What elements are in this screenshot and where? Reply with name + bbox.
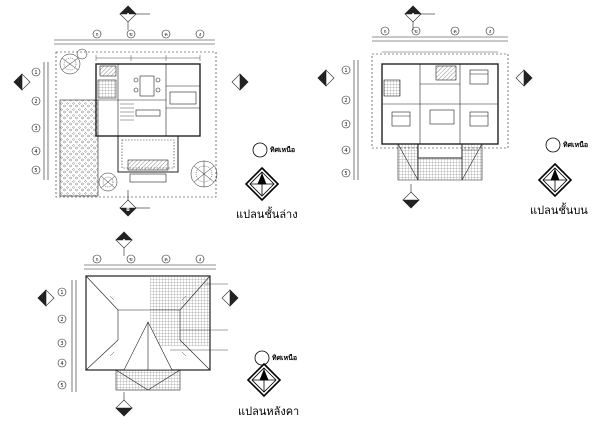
grid-letter: ค: [164, 257, 167, 263]
section-marker-icon: [221, 289, 239, 307]
section-marker-icon: [115, 392, 133, 417]
tree-icon: [190, 160, 218, 188]
grid-letter: ก: [383, 29, 386, 35]
section-letter: A: [126, 13, 130, 19]
section-marker-icon: [402, 184, 420, 209]
grid-labels: ก ข ค ง 1 2 3 4 5 ก ข ค ง 1 2 3 4 5 ก ข …: [34, 29, 491, 389]
north-label: ทิศเหนือ: [563, 141, 589, 149]
grid-number: 5: [344, 171, 347, 177]
grid-letter: ข: [129, 257, 132, 263]
section-marker-icon: [37, 289, 55, 307]
grid-letter: ข: [129, 32, 132, 38]
grid-number: 1: [60, 290, 63, 296]
grid-number: 3: [344, 122, 347, 128]
section-letter: A: [411, 13, 415, 19]
section-marker-icon: [317, 69, 335, 87]
roof-plan: [37, 231, 239, 417]
grid-number: 3: [60, 341, 63, 347]
grid-number: 1: [344, 68, 347, 74]
north-label: ทิศเหนือ: [270, 146, 296, 154]
section-marker-icon: [115, 231, 133, 256]
grid-number: 4: [34, 149, 37, 155]
grid-letter: ง: [199, 32, 202, 38]
tree-icon: [59, 53, 81, 75]
section-marker-icon: [231, 73, 249, 91]
grid-letter: ค: [164, 32, 167, 38]
plan-title-ground-floor: แปลนชั้นล่าง: [236, 208, 298, 221]
ground-floor-plan: [13, 5, 249, 217]
section-marker-icon: [119, 190, 150, 217]
grid-number: 4: [344, 148, 347, 154]
grid-letter: ก: [95, 32, 98, 38]
upper-floor-plan: [317, 5, 533, 209]
grid-letter: ข: [414, 29, 417, 35]
grid-letter: ค: [453, 29, 456, 35]
grid-number: 3: [34, 126, 37, 132]
section-letter: B: [126, 207, 130, 213]
grid-letter: ง: [489, 29, 492, 35]
grid-number: 5: [60, 383, 63, 389]
grid-letter: ง: [199, 257, 202, 263]
section-marker-icon: [13, 73, 31, 91]
grid-number: 4: [60, 361, 63, 367]
north-arrow-icon: [244, 142, 280, 202]
tree-icon: [76, 48, 88, 60]
grid-letter: ก: [95, 257, 98, 263]
section-marker-labels: A A A B: [122, 13, 415, 245]
grid-number: 2: [344, 98, 347, 104]
section-marker-icon: [404, 5, 435, 30]
section-letter: A: [122, 239, 126, 245]
north-label: ทิศเหนือ: [272, 354, 298, 362]
section-marker-icon: [515, 69, 533, 87]
grid-number: 1: [34, 70, 37, 76]
north-arrow-icon: [537, 137, 573, 198]
plan-title-roof: แปลนหลังคา: [238, 405, 300, 418]
grid-number: 5: [34, 168, 37, 174]
section-marker-icon: [119, 5, 150, 30]
plan-title-upper-floor: แปลนชั้นบน: [530, 204, 588, 217]
grid-number: 2: [60, 317, 63, 323]
tree-icon: [98, 172, 118, 192]
north-arrow-icon: [246, 350, 282, 398]
grid-number: 2: [34, 99, 37, 105]
